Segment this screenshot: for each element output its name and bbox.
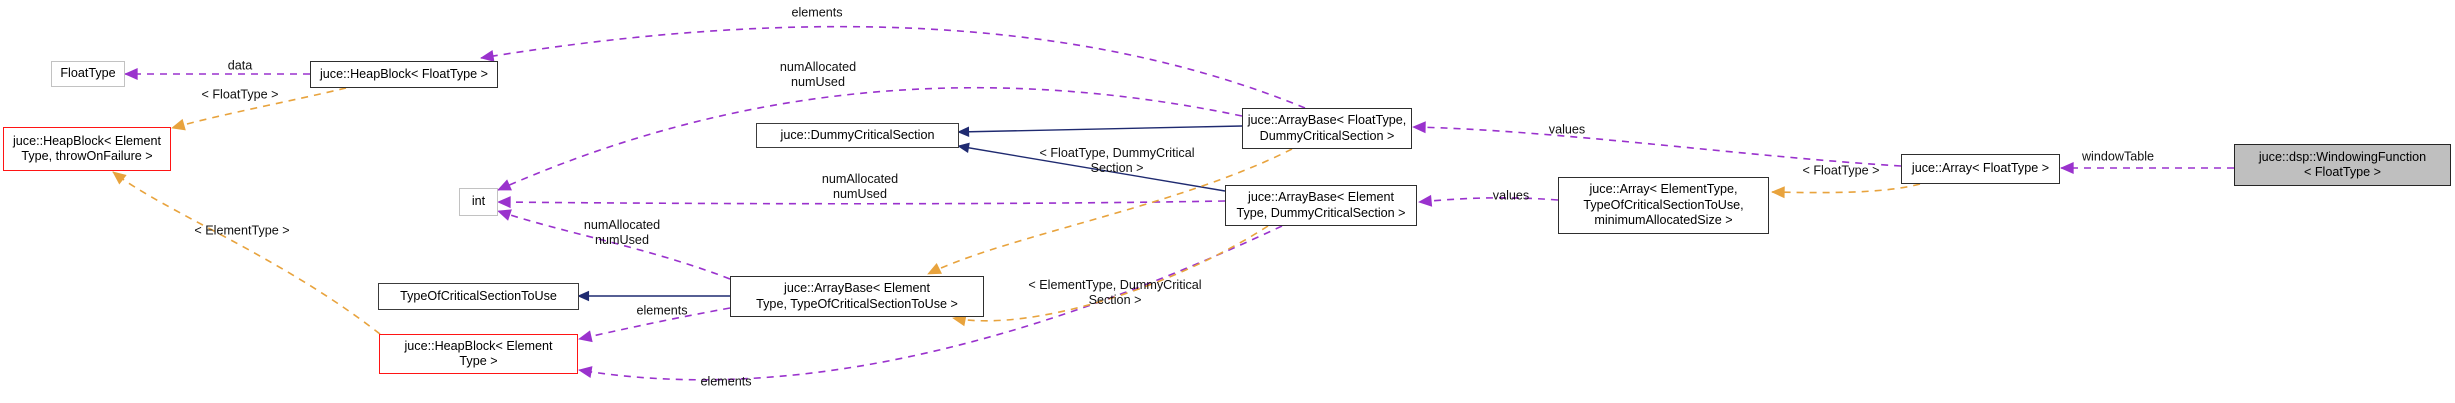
edge-usage-elements-top	[480, 25, 1306, 109]
node-typeofcriticalsectiontouse: TypeOfCriticalSectionToUse	[378, 283, 579, 310]
edge-template-heapblockelement	[112, 171, 381, 335]
node-arraybase-elementtype-typeofcriticalsectiontouse[interactable]: juce::ArrayBase< Element Type, TypeOfCri…	[730, 276, 984, 317]
edge-usage-numallocated-1	[497, 86, 1243, 191]
edge-template-arraybasefloat	[927, 148, 1293, 275]
node-heapblock-floattype[interactable]: juce::HeapBlock< FloatType >	[310, 61, 498, 88]
edge-template-arraybaseelement	[952, 225, 1269, 327]
edge-usage-elements-mid	[578, 307, 731, 343]
edge-inherit-arraybasefloat-to-dummycs	[957, 125, 1243, 138]
node-int: int	[459, 188, 498, 216]
node-array-floattype[interactable]: juce::Array< FloatType >	[1901, 154, 2060, 184]
node-array-elementtype[interactable]: juce::Array< ElementType, TypeOfCritical…	[1558, 177, 1769, 234]
node-heapblock-elementtype[interactable]: juce::HeapBlock< Element Type >	[379, 334, 578, 374]
edge-usage-elements-bottom	[578, 225, 1283, 381]
node-windowingfunction-main: juce::dsp::WindowingFunction < FloatType…	[2234, 144, 2451, 186]
edge-usage-values-mid	[1418, 194, 1559, 207]
edge-usage-values-top	[1412, 121, 1902, 167]
node-arraybase-elementtype-dummycriticalsection[interactable]: juce::ArrayBase< Element Type, DummyCrit…	[1225, 185, 1417, 226]
node-arraybase-floattype-dummycriticalsection[interactable]: juce::ArrayBase< FloatType, DummyCritica…	[1242, 108, 1412, 149]
node-heapblock-elementtype-throwonfailure[interactable]: juce::HeapBlock< Element Type, throwOnFa…	[3, 127, 171, 171]
node-floattype: FloatType	[51, 61, 125, 87]
edge-template-arrayfloattype	[1771, 183, 1921, 199]
edge-usage-numallocated-3	[497, 209, 731, 280]
node-dummycriticalsection[interactable]: juce::DummyCriticalSection	[756, 123, 959, 148]
edge-template-heapblockfloat	[171, 87, 347, 131]
edge-inherit-arraybaseelement-to-dummycs	[957, 142, 1226, 192]
edge-usage-numallocated-2	[497, 196, 1226, 209]
